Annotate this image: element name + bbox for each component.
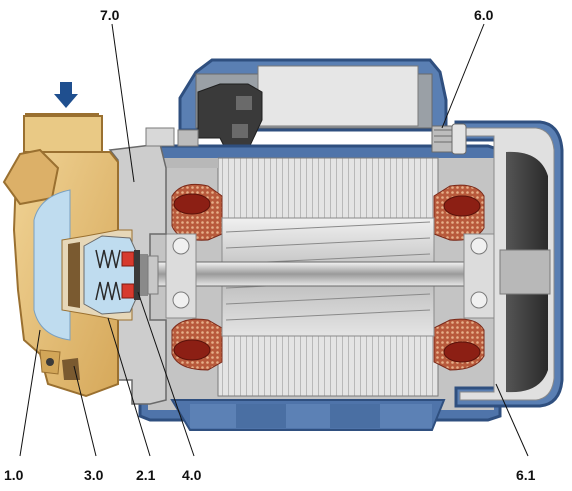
leader-line-6-1	[495, 383, 529, 457]
leader-line-4-0	[137, 291, 195, 457]
stator-windings	[171, 183, 485, 371]
leader-lines	[19, 23, 529, 457]
callout-6-0: 6.0	[474, 7, 494, 23]
fan-cover	[454, 120, 564, 408]
callout-1-0: 1.0	[4, 467, 24, 483]
leader-line-6-0	[441, 23, 485, 129]
leader-line-7-0	[111, 23, 135, 183]
leader-line-1-0	[19, 329, 41, 457]
stator-core	[148, 157, 439, 397]
callout-3-0: 3.0	[84, 467, 104, 483]
inlet-arrow-icon	[54, 82, 78, 108]
leader-line-3-0	[73, 365, 97, 457]
leader-line-2-1	[107, 317, 151, 457]
seal-spring	[95, 249, 121, 301]
tie-screw	[431, 123, 467, 155]
callout-6-1: 6.1	[516, 467, 536, 483]
bearings	[165, 233, 495, 319]
callout-2-1: 2.1	[136, 467, 156, 483]
callout-7-0: 7.0	[100, 7, 120, 23]
callout-4-0: 4.0	[182, 467, 202, 483]
callout-labels: 7.0 6.0 1.0 3.0 2.1 4.0 6.1	[4, 7, 536, 483]
impeller-seal-assembly	[61, 229, 159, 380]
